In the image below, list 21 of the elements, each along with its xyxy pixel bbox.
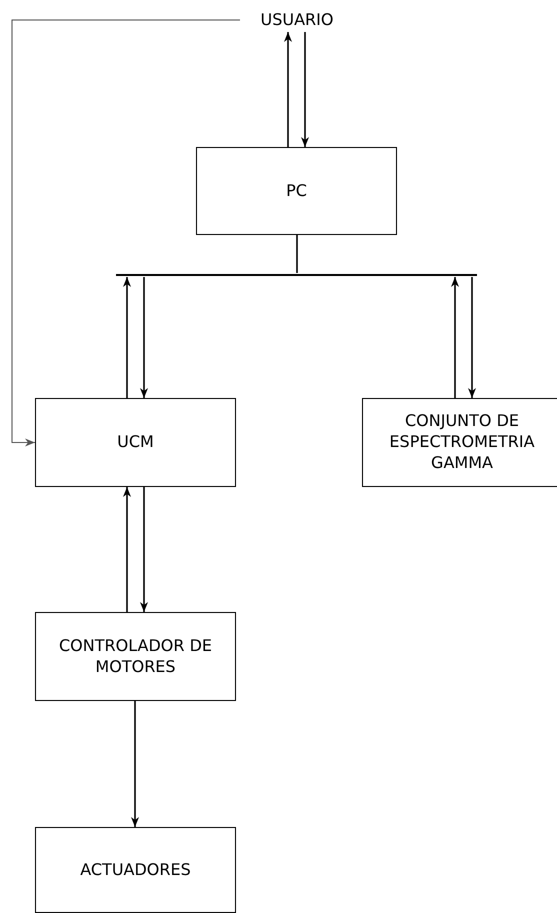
arrow [123,487,131,612]
node-label: ACTUADORES [80,860,191,880]
node-label: PC [286,180,307,202]
arrow [12,20,240,446]
arrow [468,277,476,398]
process-box [362,398,557,487]
arrow [284,32,292,147]
process-box [35,612,236,701]
node-label: CONTROLADOR DE MOTORES [58,636,213,678]
arrow [301,32,309,147]
connector-line [296,235,298,273]
process-box [196,147,397,235]
arrow [140,277,148,398]
arrow [123,277,131,398]
process-box [35,827,236,913]
process-box [35,398,236,487]
node-label: UCM [117,432,154,453]
node-label: CONJUNTO DE ESPECTROMETRIA GAMMA [388,411,536,474]
arrow [451,277,459,398]
arrow [140,487,148,612]
arrow [131,701,139,827]
